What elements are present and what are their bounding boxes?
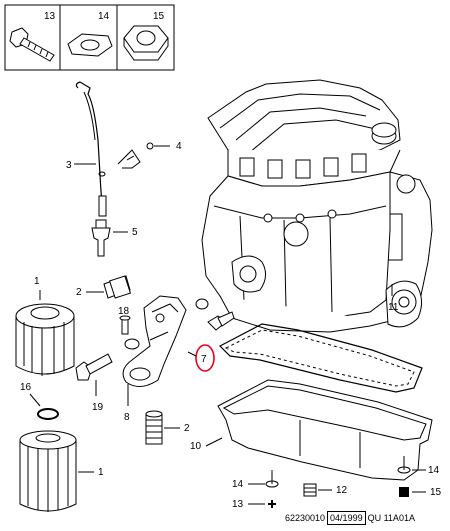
label-13: 13 (44, 11, 56, 22)
oil-filter-lower (19, 430, 77, 512)
svg-text:16: 16 (20, 382, 32, 393)
callout-4: 4 (146, 141, 182, 152)
nut-icon (123, 25, 169, 61)
callout-18: 18 (118, 306, 130, 317)
callout-12: 12 (318, 485, 348, 496)
legend-box-14: 14 (59, 4, 118, 71)
callout-3: 3 (66, 160, 96, 171)
svg-text:1: 1 (98, 467, 104, 478)
callout-11: 11 (388, 284, 399, 313)
oring-small (124, 338, 140, 350)
oil-pressure-bolt (207, 311, 235, 331)
filter-union-lower (145, 410, 163, 445)
engine-block (201, 79, 433, 333)
washer-icon (67, 33, 113, 57)
svg-text:2: 2 (184, 423, 190, 434)
callout-1-upper: 1 (34, 276, 41, 300)
dipstick (75, 81, 107, 217)
sump-screw-left (268, 500, 276, 508)
legend-box-15: 15 (116, 4, 175, 71)
diagram-code: 62230010 (285, 513, 326, 523)
svg-text:19: 19 (92, 402, 104, 413)
callout-19: 19 (92, 380, 104, 413)
sump-gasket (218, 323, 423, 393)
callout-10: 10 (190, 437, 223, 452)
callout-16: 16 (20, 382, 41, 407)
filter-seal-16 (37, 408, 59, 420)
svg-text:14: 14 (232, 479, 244, 490)
svg-text:10: 10 (190, 441, 202, 452)
label-15: 15 (153, 11, 165, 22)
svg-text:18: 18 (118, 306, 130, 317)
svg-text:1: 1 (34, 276, 40, 287)
svg-text:2: 2 (76, 287, 82, 298)
svg-text:11: 11 (388, 302, 399, 313)
bolt-18 (119, 315, 131, 335)
oil-filter-housing (122, 295, 187, 387)
bolt-icon (9, 27, 55, 62)
svg-text:15: 15 (430, 487, 442, 498)
oil-sump (217, 379, 433, 481)
legend-box-13: 13 (4, 4, 61, 71)
callout-14-right: 14 (412, 465, 440, 476)
diagram-date: 04/1999 (327, 511, 366, 525)
callout-13-left: 13 (232, 499, 265, 510)
dipstick-clip (117, 149, 141, 169)
svg-text:13: 13 (232, 499, 244, 510)
sump-nut-right (399, 487, 409, 497)
callout-8: 8 (124, 384, 130, 423)
svg-text:4: 4 (176, 141, 182, 152)
callout-5: 5 (113, 227, 138, 238)
svg-text:7: 7 (201, 354, 207, 365)
oil-filter-upper (15, 303, 75, 376)
callout-2-upper: 2 (76, 287, 104, 298)
oring-housing (195, 298, 209, 310)
svg-text:12: 12 (336, 485, 348, 496)
drain-plug (303, 483, 317, 497)
filter-union-upper (103, 275, 132, 299)
svg-text:5: 5 (132, 227, 138, 238)
callout-1-lower: 1 (78, 467, 104, 478)
dipstick-guide (91, 219, 111, 257)
callout-2-lower: 2 (164, 423, 190, 434)
callout-15-right: 15 (412, 487, 442, 498)
callout-14-left: 14 (232, 479, 265, 490)
svg-text:14: 14 (428, 465, 440, 476)
bolt-19 (75, 353, 113, 381)
svg-text:8: 8 (124, 412, 130, 423)
svg-text:3: 3 (66, 160, 72, 171)
callout-7-highlight: 7 (187, 344, 215, 372)
diagram-ref: QU 11A01A (367, 513, 415, 523)
label-14: 14 (98, 11, 110, 22)
